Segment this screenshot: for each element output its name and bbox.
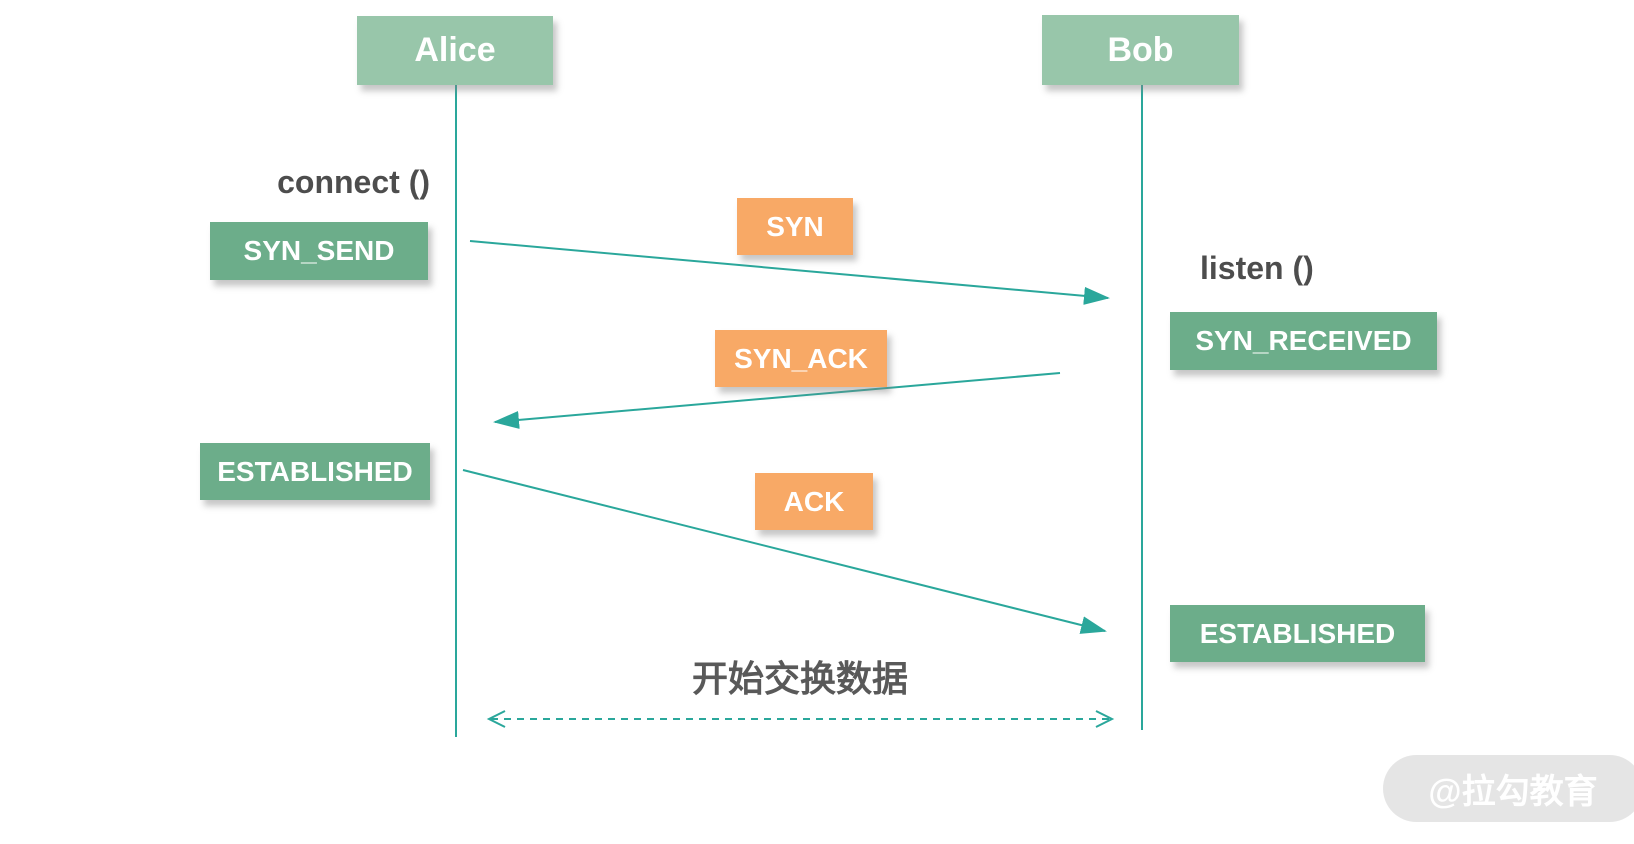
message-box-syn: SYN bbox=[737, 198, 853, 255]
syn-ack-arrow bbox=[493, 372, 1061, 429]
data-exchange-caption: 开始交换数据 bbox=[691, 658, 909, 699]
actor-box-bob: Bob bbox=[1042, 15, 1239, 85]
message-box-ack: ACK bbox=[755, 473, 873, 530]
ack-arrow bbox=[462, 469, 1107, 634]
message-label-syn: SYN bbox=[766, 210, 824, 242]
actor-label-alice: Alice bbox=[414, 31, 496, 69]
state-box-syn-received: SYN_RECEIVED bbox=[1170, 312, 1437, 370]
state-box-syn-send: SYN_SEND bbox=[210, 222, 428, 280]
state-label-established-alice: ESTABLISHED bbox=[217, 455, 413, 487]
listen-call-text: listen () bbox=[1200, 250, 1314, 286]
syn-arrow bbox=[469, 240, 1110, 305]
watermark-text: @拉勾教育 bbox=[1428, 773, 1598, 811]
watermark-badge: @拉勾教育 bbox=[1383, 755, 1634, 822]
connect-call-text: connect () bbox=[277, 164, 430, 200]
message-label-ack: ACK bbox=[783, 485, 845, 517]
state-label-syn-received: SYN_RECEIVED bbox=[1195, 325, 1412, 356]
actor-box-alice: Alice bbox=[357, 16, 553, 85]
state-box-established-bob: ESTABLISHED bbox=[1170, 605, 1425, 662]
state-label-syn-send: SYN_SEND bbox=[243, 235, 395, 266]
actor-label-bob: Bob bbox=[1107, 30, 1174, 69]
state-box-established-alice: ESTABLISHED bbox=[200, 443, 430, 500]
state-label-established-bob: ESTABLISHED bbox=[1199, 617, 1396, 649]
message-label-syn-ack: SYN_ACK bbox=[734, 342, 868, 374]
message-box-syn-ack: SYN_ACK bbox=[715, 330, 887, 387]
